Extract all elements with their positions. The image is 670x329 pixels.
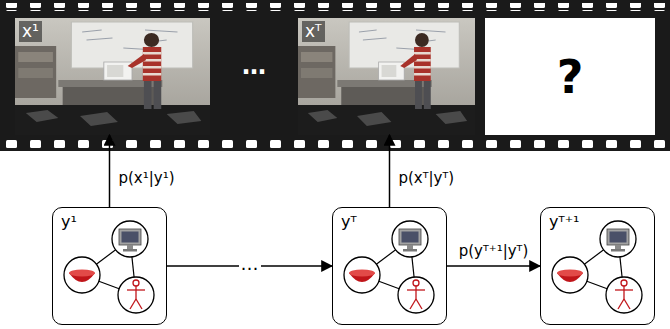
- object-graph-icons: [552, 221, 642, 313]
- state-box: y¹: [52, 207, 167, 325]
- ellipsis-label: …: [242, 54, 266, 78]
- probability-label: p(x¹|y¹): [117, 170, 177, 187]
- film-strip: [0, 0, 670, 151]
- node-label: ?: [557, 54, 584, 100]
- video-frame: xᵀ: [298, 18, 475, 135]
- arrow: [109, 135, 111, 207]
- object-graph-icons: [344, 221, 434, 313]
- node-label: xᵀ: [302, 21, 325, 42]
- arrow: [447, 265, 540, 267]
- node-label: yᵀ⁺¹: [549, 213, 579, 231]
- node-label: yᵀ: [341, 213, 357, 231]
- node-label: x¹: [19, 21, 42, 42]
- probability-label: p(xᵀ|yᵀ): [397, 170, 457, 187]
- state-box: yᵀ: [332, 207, 447, 325]
- film-holes: [0, 140, 670, 148]
- film-holes: [0, 3, 670, 11]
- arrow: [389, 135, 391, 207]
- state-box: yᵀ⁺¹: [540, 207, 655, 325]
- unknown-frame: ?: [485, 18, 655, 135]
- transition-label: …: [239, 254, 261, 275]
- blank-frame: [485, 18, 655, 135]
- video-frame-photo: [298, 18, 475, 135]
- transition-label: p(yᵀ⁺¹|yᵀ): [457, 243, 531, 260]
- object-graph-icons: [64, 221, 154, 313]
- video-frame-photo: [15, 18, 210, 135]
- node-label: y¹: [61, 213, 77, 231]
- video-frame: x¹: [15, 18, 210, 135]
